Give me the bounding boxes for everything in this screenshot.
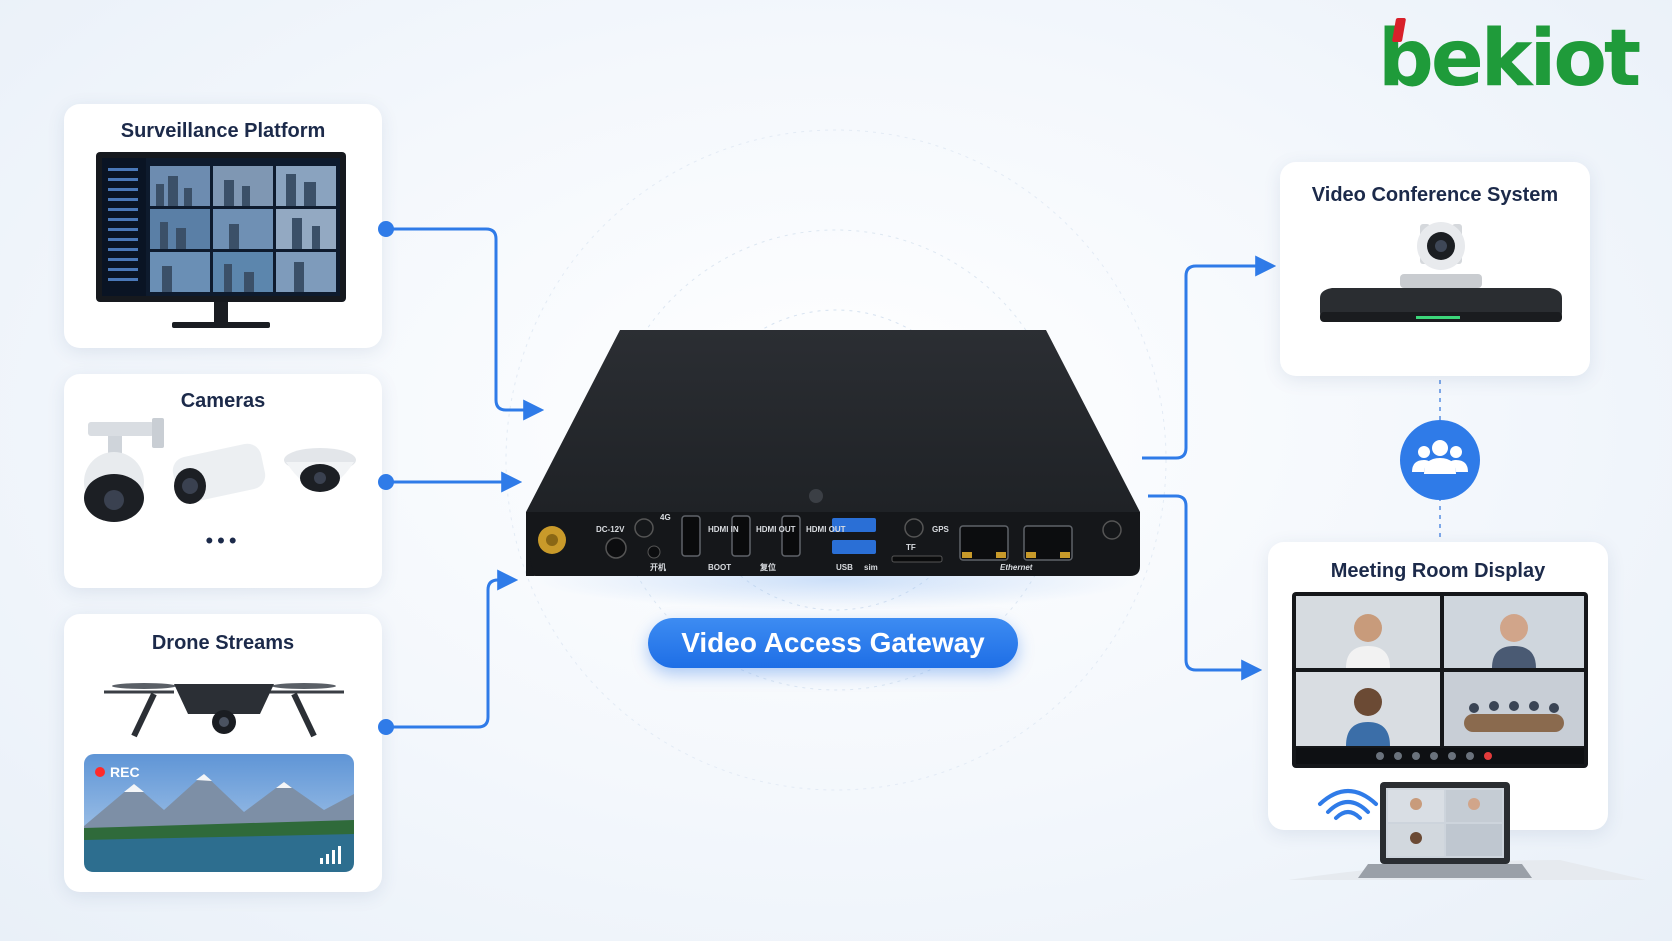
- laptop-illustration: [0, 0, 1672, 941]
